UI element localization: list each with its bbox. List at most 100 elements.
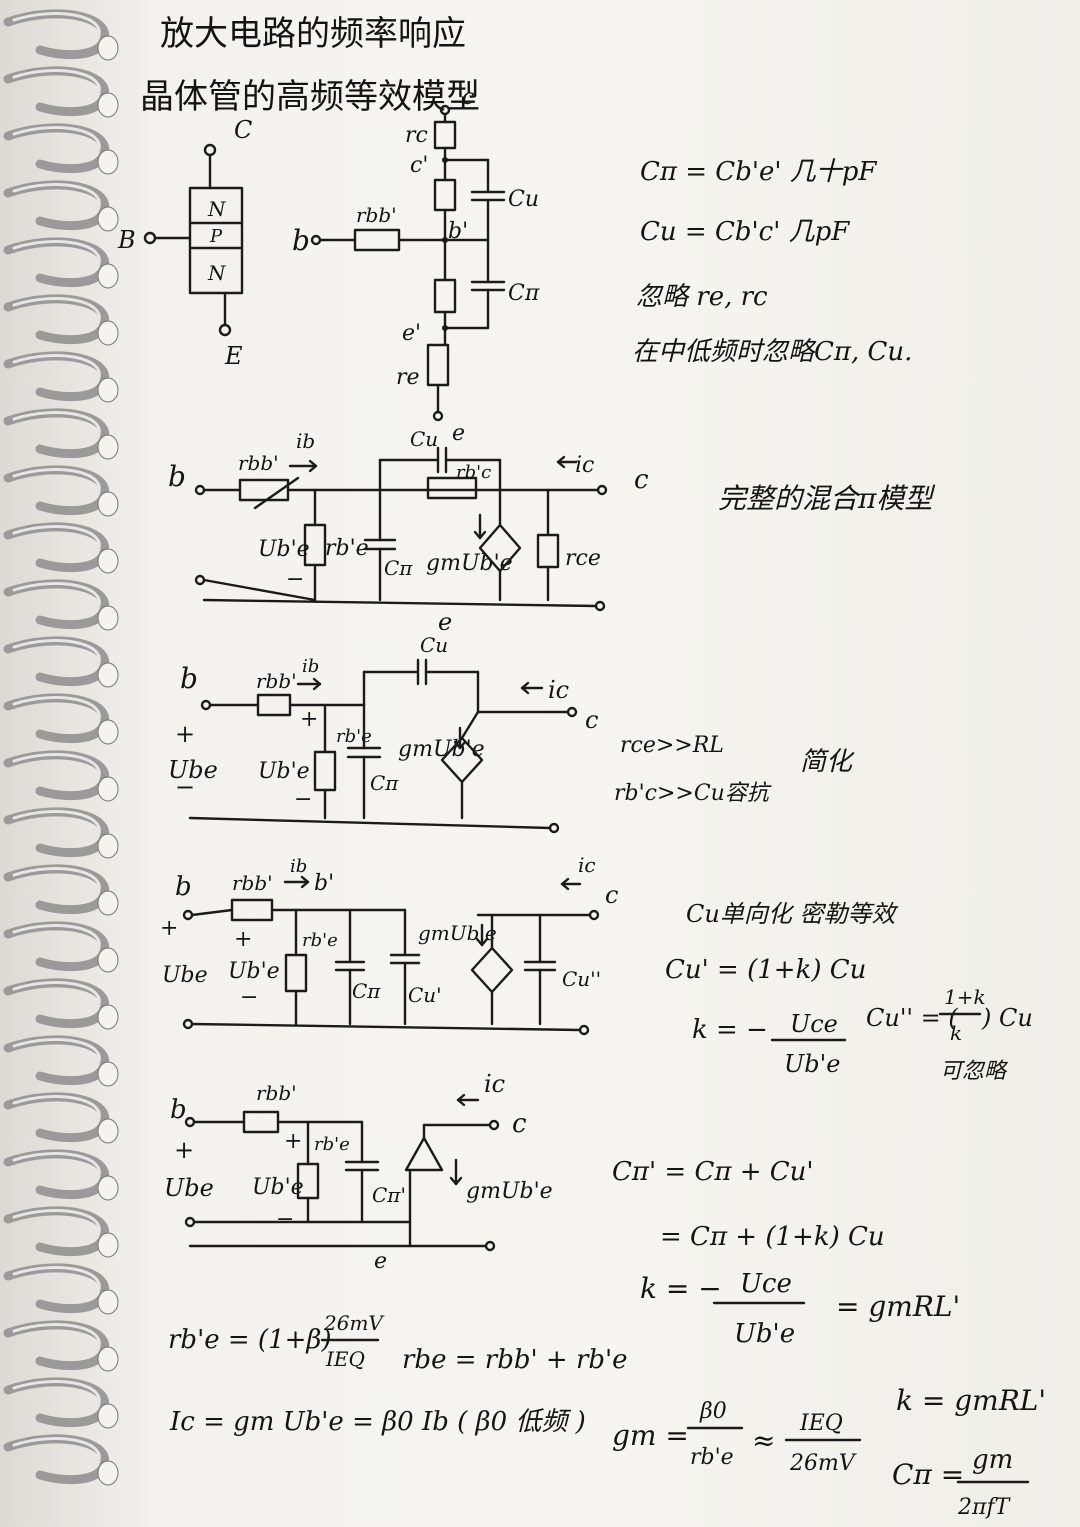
- spiral-binding: [3, 9, 119, 1486]
- svg-text:Cu'' = (: Cu'' = (: [866, 1004, 958, 1032]
- binding-hole: [97, 833, 119, 859]
- title-line-2: 晶体管的高频等效模型: [140, 77, 480, 117]
- binding-hole: [97, 890, 119, 916]
- c4-minus-in-label: −: [175, 773, 195, 801]
- c3-cu-label: Cu: [410, 427, 438, 451]
- c5-rbb-label: rbb': [232, 871, 273, 895]
- fig1-p-layer: P: [209, 226, 223, 247]
- svg-text:Cπ =: Cπ =: [892, 1458, 964, 1491]
- svg-text:1+k: 1+k: [944, 985, 986, 1009]
- c3-rbe-label: rb'e: [325, 536, 369, 561]
- c3-e-bottom-label: e: [438, 608, 452, 636]
- c4-cu-label: Cu: [420, 633, 448, 657]
- eq-k-final: k = gmRL': [896, 1384, 1046, 1417]
- binding-hole: [97, 1175, 119, 1201]
- binding-hole: [97, 491, 119, 517]
- binding-hole: [97, 947, 119, 973]
- c6-vbe-label: Ub'e: [252, 1175, 304, 1200]
- binding-hole: [97, 662, 119, 688]
- c4-ic-label: ic: [548, 676, 569, 704]
- c4-vbe-in-label: Ube: [168, 756, 218, 784]
- note-rce-gg-rl: rce>>RL: [620, 733, 724, 758]
- binding-hole: [97, 1403, 119, 1429]
- binding-hole: [97, 434, 119, 460]
- c5-b-label: b: [175, 872, 192, 902]
- c5-vbe-in-label: Ube: [162, 963, 208, 988]
- c5-cu-dprime-label: Cu'': [562, 967, 601, 991]
- svg-text:k: k: [950, 1021, 962, 1045]
- svg-text:IEQ: IEQ: [325, 1347, 365, 1371]
- c3-vbe-label: Ub'e: [258, 537, 310, 562]
- binding-hole: [97, 1460, 119, 1486]
- svg-text:Ub'e: Ub'e: [734, 1319, 795, 1349]
- c6-cpi-prime-label: Cπ': [372, 1183, 406, 1207]
- fig2-cprime-label: c': [410, 153, 428, 178]
- c3-rce-label: rce: [565, 546, 601, 571]
- c6-c-label: c: [512, 1109, 527, 1139]
- c5-plus-in-label: +: [160, 916, 178, 941]
- c5-bprime-label: b': [314, 871, 334, 896]
- npn-body: [188, 186, 244, 295]
- c4-vbe-label: Ub'e: [258, 759, 310, 784]
- note-simplify: 简化: [800, 747, 855, 777]
- c5-plus-label: +: [234, 927, 252, 952]
- fig2-cu-label: Cu: [508, 187, 539, 212]
- fig1-n-top: N: [207, 197, 227, 221]
- hf-ladder-model: c rc c' Cu b' b rbb': [292, 85, 540, 422]
- eq-ic: Ic = gm Ub'e = β0 Ib ( β0 低频 ): [169, 1407, 586, 1437]
- c6-e-label: e: [374, 1249, 387, 1274]
- svg-text:Ub'e: Ub'e: [784, 1050, 840, 1078]
- svg-text:rb'e = (1+β): rb'e = (1+β): [168, 1325, 332, 1355]
- svg-text:β0: β0: [699, 1399, 727, 1424]
- fig2-cpi-label: Cπ: [508, 281, 540, 306]
- c5-ib-label: ib: [290, 856, 307, 877]
- fig1-collector-label: C: [234, 116, 252, 144]
- fig2-b-label: b: [292, 224, 310, 257]
- c3-e-top-label: e: [452, 421, 465, 446]
- c3-b-label: b: [168, 460, 186, 493]
- eq-cu-dprime: Cu'' = ( 1+k k ) Cu 可忽略: [866, 985, 1033, 1084]
- c4-c-label: c: [585, 706, 598, 734]
- unilateral-model-circuit: b rbb' + Ub'e − rb'e Cπ' + Ube: [164, 1070, 553, 1274]
- c3-ic-label: ic: [575, 453, 594, 478]
- fig2-re-label: re: [396, 365, 420, 390]
- svg-text:k = −: k = −: [640, 1272, 722, 1305]
- eq-rbe: rb'e = (1+β) 26mV IEQ: [168, 1311, 385, 1371]
- svg-text:IEQ: IEQ: [799, 1411, 843, 1436]
- svg-text:gm =: gm =: [612, 1419, 689, 1452]
- binding-hole: [97, 320, 119, 346]
- svg-text:≈: ≈: [752, 1424, 775, 1457]
- c5-minus-label: −: [240, 985, 258, 1010]
- c4-rbe-label: rb'e: [336, 726, 372, 747]
- note-negligible: 可忽略: [940, 1059, 1009, 1084]
- c3-c-label: c: [634, 465, 649, 495]
- c5-c-label: c: [605, 881, 618, 909]
- c5-rbe-label: rb'e: [302, 930, 338, 951]
- c4-plus-label: +: [300, 707, 318, 732]
- c3-gm-label: gmUb'e: [426, 551, 513, 576]
- eq-k-definition: k = − Uce Ub'e: [692, 1010, 847, 1078]
- fig2-rc-label: rc: [405, 123, 428, 148]
- c6-b-label: b: [170, 1095, 187, 1125]
- c5-gm-label: gmUb'e: [418, 921, 497, 945]
- miller-equivalent-circuit: b + Ube rbb' ib b' c ic + Ub'e − rb'e: [160, 853, 618, 1036]
- eq-cpi-ft: Cπ = gm 2πfT: [892, 1445, 1030, 1520]
- c5-cu-prime-label: Cu': [408, 983, 442, 1007]
- fig1-emitter-label: E: [224, 342, 243, 370]
- note-miller-unilateral: Cu单向化 密勒等效: [686, 900, 898, 928]
- binding-hole: [97, 719, 119, 745]
- eq-rbe-total: rbe = rbb' + rb'e: [402, 1345, 628, 1375]
- c6-minus-label: −: [276, 1207, 294, 1232]
- svg-text:Uce: Uce: [790, 1010, 838, 1038]
- npn-structure-diagram: C N P N B E: [117, 116, 252, 370]
- svg-text:26mV: 26mV: [323, 1311, 385, 1335]
- svg-text:26mV: 26mV: [789, 1451, 857, 1476]
- c6-plus-in-label: +: [174, 1136, 194, 1164]
- c6-rbb-label: rbb': [256, 1081, 297, 1105]
- eq-cpi-prime: Cπ' = Cπ + Cu': [612, 1157, 814, 1187]
- c6-ic-label: ic: [484, 1070, 505, 1098]
- c3-ib-label: ib: [296, 429, 315, 453]
- c4-plus-in-label: +: [175, 720, 195, 748]
- c6-rbe-label: rb'e: [314, 1134, 350, 1155]
